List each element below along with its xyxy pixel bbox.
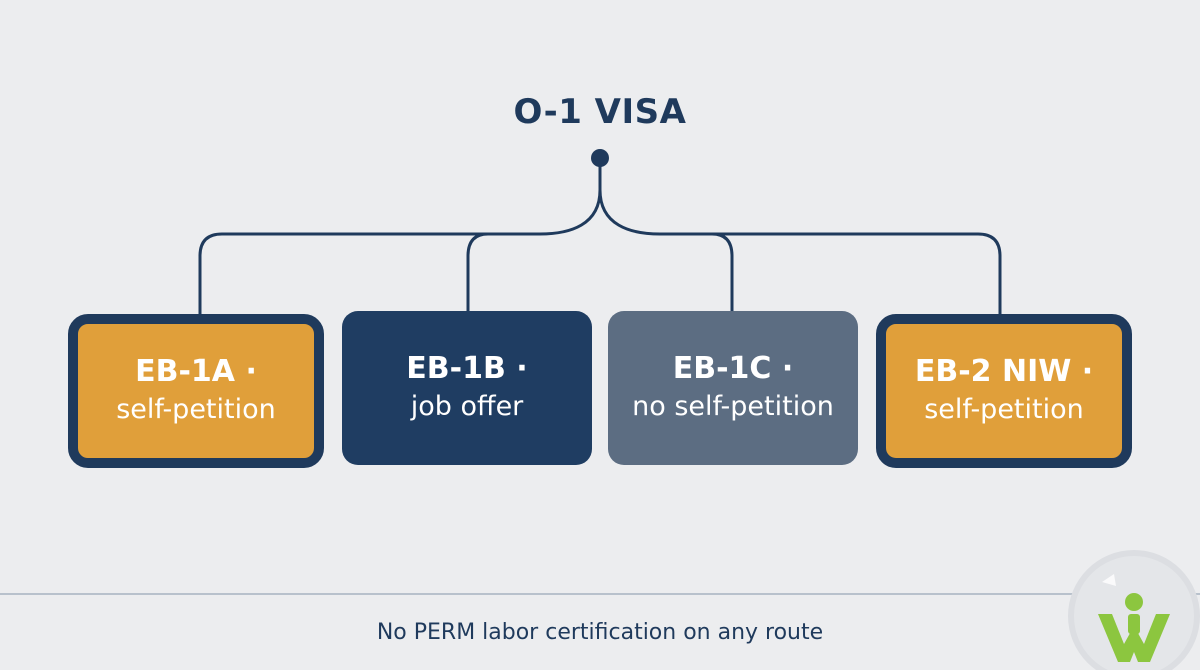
route-detail-eb1b: job offer bbox=[410, 391, 524, 422]
connector-trunk bbox=[198, 158, 602, 322]
route-code-eb1c: EB-1C · bbox=[672, 351, 794, 386]
route-box-eb1c: EB-1C · no self-petition bbox=[608, 311, 858, 465]
connector-branch-eb1b bbox=[466, 232, 489, 312]
root-title: O-1 VISA bbox=[513, 92, 687, 132]
route-detail-eb1a: self-petition bbox=[116, 394, 276, 425]
route-detail-eb2niw: self-petition bbox=[924, 394, 1084, 425]
route-box-eb1a: EB-1A · self-petition bbox=[68, 314, 324, 468]
route-code-eb1a: EB-1A · bbox=[135, 354, 257, 389]
person-figure-logo-icon bbox=[1068, 550, 1200, 670]
route-code-eb1b: EB-1B · bbox=[406, 351, 528, 386]
route-box-eb2niw: EB-2 NIW · self-petition bbox=[876, 314, 1132, 468]
route-detail-eb1c: no self-petition bbox=[632, 391, 834, 422]
footer-divider bbox=[0, 593, 1200, 595]
connector-trunk-right bbox=[598, 189, 1002, 322]
route-code-eb2niw: EB-2 NIW · bbox=[914, 354, 1094, 389]
route-box-eb1b: EB-1B · job offer bbox=[342, 311, 592, 465]
footnote: No PERM labor certification on any route bbox=[376, 620, 824, 645]
connector-branch-eb1c bbox=[711, 232, 734, 312]
